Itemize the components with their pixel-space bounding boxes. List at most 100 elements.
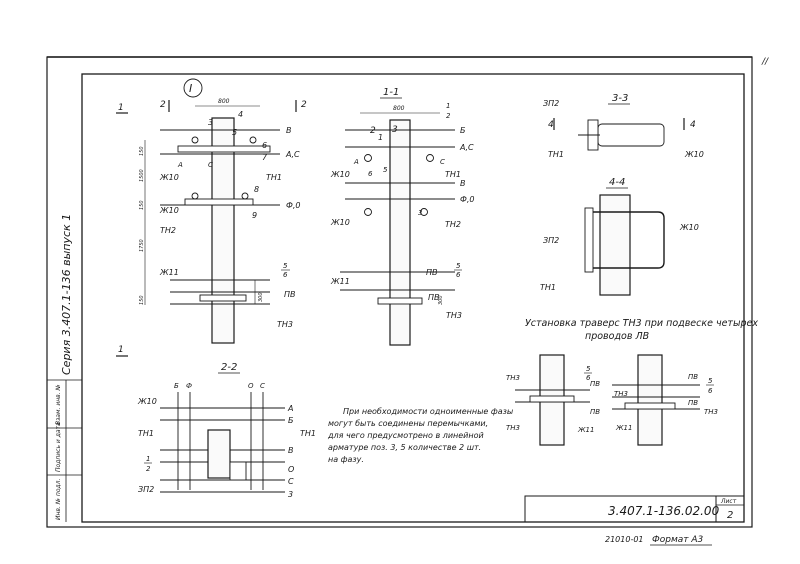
bvr-tn3b: ТН3 [704,408,718,416]
lbl-11-n3: 3 [392,125,398,135]
view-i: I 1 2 2 800 150 1500 150 1750 150 [116,78,307,344]
item-7: 7 [262,153,268,162]
v22-zh10: Ж10 [137,397,157,406]
bvr-pole [637,354,663,446]
lbl-11-five: 5 [383,166,388,174]
dim-300: 300 [258,292,264,302]
view-3-3-title: 3-3 [612,93,628,104]
footer-inventory: 21010-01 [605,535,644,544]
v22-zp2: ЗП2 [138,485,154,494]
view-3-3: 3-3 ЗП2 4 4 ТН1 Ж10 [543,93,704,159]
bottom-view-right: ТН3 ТН3 Ж11 ПВ ПВ 5 6 [612,354,718,446]
view-3-3-zp2: ЗП2 [543,99,559,108]
lbl-11-zh11: Ж11 [330,277,350,286]
label-zh11: Ж11 [159,268,179,277]
view-3-3-zh10: Ж10 [684,150,704,159]
v22-three: 3 [288,490,293,499]
pole-view-i [211,117,235,344]
bvr-arm [624,402,676,410]
lbl-11-tn2: ТН2 [445,220,461,229]
dim-150c: 150 [139,295,145,305]
view-3-3-tn1: ТН1 [548,150,564,159]
note-line-2: могут быть соединены перемычками, [328,419,488,428]
dim-150a: 150 [139,146,145,156]
bvr-zh11: Ж11 [615,424,632,432]
bvl-pv: ПВ [590,380,600,388]
lbl-11-b: Б [460,126,466,135]
v22-c: С [288,477,294,486]
bvl-frac-top: 5 [586,365,591,373]
v22-frac-bot: 2 [146,465,151,473]
lbl-11-n1: 1 [446,102,450,110]
item-4: 4 [238,110,243,119]
stamp-replace-inv: Взам. инв. № [55,384,62,425]
view-i-marker-circle [183,78,203,98]
note-line-5: на фазу. [328,455,364,464]
item-3: 3 [208,118,213,127]
view-2-2-title: 2-2 [221,362,237,373]
lbl-11-three: 3 [418,209,422,217]
crossarm-top [177,145,271,153]
label-ac: А,С [285,150,300,159]
ins-11-2 [426,154,434,162]
label-tn3: ТН3 [277,320,293,329]
view-i-marker: I [189,82,192,95]
v22-top-b: Б [174,382,179,390]
crossarm-11-low [377,297,423,305]
dim-800: 800 [218,98,230,105]
view-1-1-title: 1-1 [383,87,399,98]
sheet-label: Лист [720,498,737,505]
top-right-mark: // [761,57,769,67]
bvl-tn3b: ТН3 [506,424,520,432]
bvr-pv2: ПВ [688,399,698,407]
lbl-11-n2b: 2 [370,126,376,136]
footer-format: Формат А3 [652,535,704,545]
label-c: С [208,161,213,169]
cut-1-label: 1 [118,103,124,113]
v22-frac-top: 1 [146,455,150,463]
lbl-11-zh10b: Ж10 [330,218,350,227]
sheet-number: 2 [727,510,733,521]
dim-150b: 150 [139,200,145,210]
note-line-1: При необходимости одноименные фазы [343,407,513,416]
bvr-frac-top: 5 [708,377,713,385]
lbl-11-tn1: ТН1 [445,170,461,179]
cut-2-label: 2 [160,100,166,110]
plate-44 [584,207,594,273]
pole-44 [599,194,631,296]
cut-1-left: 1 [118,345,124,355]
view-4-4-zp2: ЗП2 [543,236,559,245]
lbl-11-six: 6 [368,170,373,178]
item-6: 6 [262,141,267,150]
label-tn1: ТН1 [266,173,282,182]
item-9: 9 [252,211,257,220]
note-line-4: арматуре поз. 3, 5 количестве 2 шт. [328,443,481,452]
frac-bot: 6 [283,271,288,279]
lbl-11-pv2: ПВ [428,293,440,302]
lbl-11-n1b: 1 [378,133,383,142]
bottom-view-left: ТН3 ТН3 Ж11 ПВ ПВ 5 6 [506,354,600,446]
dim-1750: 1750 [139,239,145,252]
bvr-pv: ПВ [688,373,698,381]
frac-top: 5 [283,262,288,270]
view-4-4-zh10: Ж10 [679,223,699,232]
drawing-frame [81,73,745,523]
bvl-tn3a: ТН3 [506,374,520,382]
lbl-11-n2: 2 [446,112,451,120]
v22-v: В [288,446,294,455]
view-3-3-four-r: 4 [690,120,696,130]
v22-top-c: С [260,382,265,390]
v22-o: О [288,465,294,474]
bvl-frac-bot: 6 [586,374,591,382]
bvl-pv2: ПВ [590,408,600,416]
view-3-3-four-l: 4 [548,120,554,130]
doc-number: 3.407.1-136.02.00 [608,504,720,518]
label-zh10b: Ж10 [159,206,179,215]
v22-a: А [287,404,293,413]
lbl-11-frac-top: 5 [456,262,461,270]
item-8: 8 [254,185,259,194]
v22-b: Б [288,416,294,425]
bvr-tn3a: ТН3 [614,390,628,398]
insulator-1 [191,136,199,144]
